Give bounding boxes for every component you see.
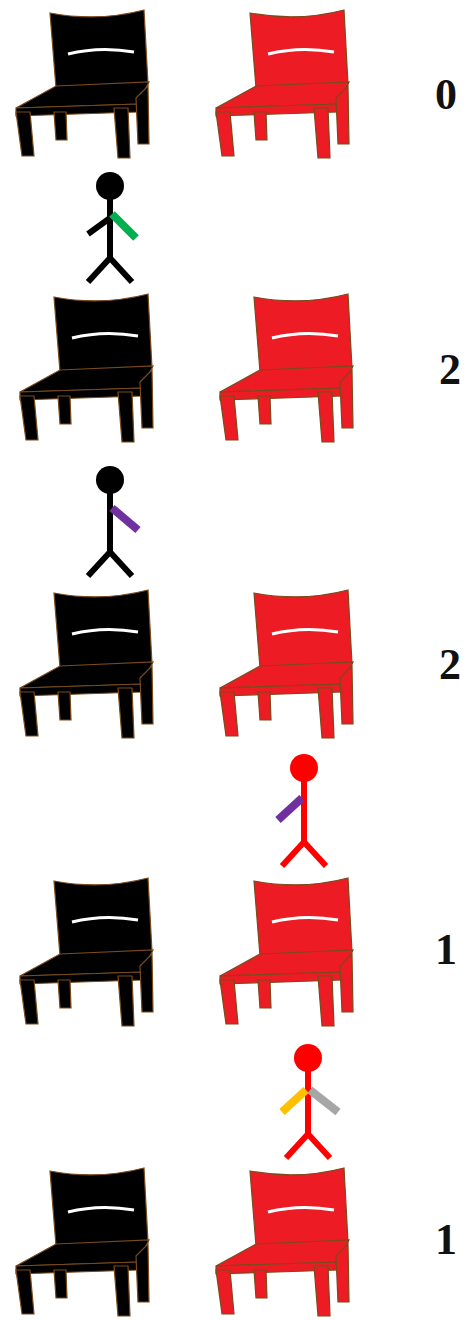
black-chair bbox=[20, 590, 153, 738]
stick-figure bbox=[88, 466, 138, 576]
red-chair bbox=[216, 1168, 349, 1316]
stick-figure bbox=[278, 754, 326, 866]
black-chair bbox=[16, 1168, 149, 1316]
row-count: 1 bbox=[435, 928, 457, 972]
stick-figure bbox=[88, 172, 136, 282]
black-chair bbox=[20, 294, 153, 442]
red-chair bbox=[220, 590, 353, 738]
row-count: 0 bbox=[435, 73, 457, 117]
black-chair bbox=[20, 878, 153, 1026]
row-count: 2 bbox=[439, 643, 461, 687]
red-chair bbox=[220, 294, 353, 442]
stick-figure bbox=[282, 1044, 338, 1158]
row-count: 1 bbox=[435, 1218, 457, 1262]
row-count: 2 bbox=[439, 348, 461, 392]
red-chair bbox=[216, 10, 349, 158]
red-chair bbox=[220, 878, 353, 1026]
black-chair bbox=[16, 10, 149, 158]
